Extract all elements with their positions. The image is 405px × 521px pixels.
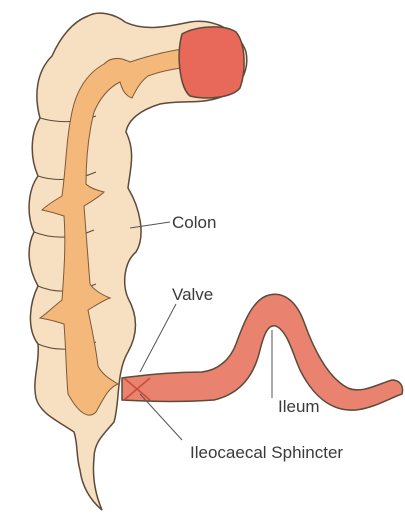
ileum bbox=[122, 294, 403, 410]
valve-leader bbox=[140, 304, 176, 372]
colon-label: Colon bbox=[172, 213, 216, 232]
sphincter-label: Ileocaecal Sphincter bbox=[190, 443, 343, 462]
valve-label: Valve bbox=[172, 285, 213, 304]
ileum-label: Ileum bbox=[278, 397, 320, 416]
colon-cut-face bbox=[179, 27, 244, 98]
